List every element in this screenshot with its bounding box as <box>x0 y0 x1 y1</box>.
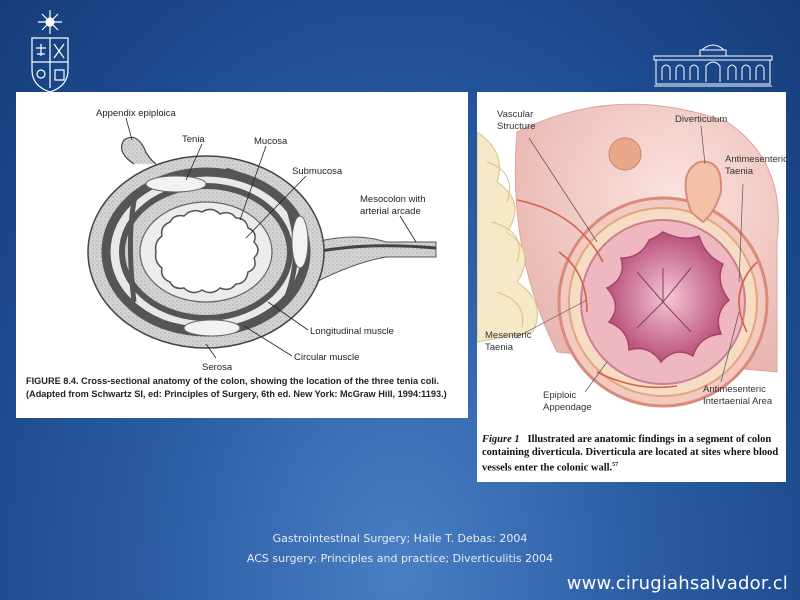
right-caption-label: Figure 1 <box>482 434 520 445</box>
label-epiploic-appendage-line1: Epiploic <box>543 390 577 401</box>
label-circular-muscle: Circular muscle <box>294 352 359 363</box>
label-vascular-line2: Structure <box>497 121 536 132</box>
label-mucosa: Mucosa <box>254 136 288 147</box>
label-antimesenteric-taenia-line1: Antimesenteric <box>725 154 786 165</box>
colon-cross-section-figure: Appendix epiploica Tenia Mucosa Submucos… <box>16 92 468 418</box>
label-submucosa: Submucosa <box>292 166 343 177</box>
diverticula-illustration: Vascular Structure Diverticulum Antimese… <box>477 103 786 413</box>
left-figure-caption: FIGURE 8.4. Cross-sectional anatomy of t… <box>26 375 466 400</box>
label-mesenteric-taenia-line2: Taenia <box>485 342 514 353</box>
left-caption-text: Cross-sectional anatomy of the colon, sh… <box>78 376 439 386</box>
left-caption-line2: (Adapted from Schwartz SI, ed: Principle… <box>26 388 447 399</box>
label-longitudinal-muscle: Longitudinal muscle <box>310 326 394 337</box>
label-diverticulum: Diverticulum <box>675 114 727 125</box>
right-caption-text: Illustrated are anatomic findings in a s… <box>482 434 779 474</box>
diverticula-figure: Vascular Structure Diverticulum Antimese… <box>477 92 786 482</box>
website-link[interactable]: www.cirugiahsalvador.cl <box>566 573 788 594</box>
university-crest-icon <box>24 8 76 94</box>
label-vascular-line1: Vascular <box>497 109 533 120</box>
hospital-building-icon <box>652 40 774 90</box>
label-mesocolon-line2: arterial arcade <box>360 206 421 217</box>
label-antimesenteric-area-line1: Antimesenteric <box>703 384 766 395</box>
label-mesenteric-taenia-line1: Mesenteric <box>485 330 532 341</box>
credit-line-1: Gastrointestinal Surgery; Haile T. Debas… <box>272 532 528 545</box>
label-antimesenteric-area-line2: Intertaenial Area <box>703 396 773 407</box>
left-caption-label: FIGURE 8.4. <box>26 376 79 386</box>
label-epiploic-appendage-line2: Appendage <box>543 402 592 413</box>
credit-line-2: ACS surgery: Principles and practice; Di… <box>246 552 554 565</box>
label-tenia: Tenia <box>182 134 205 145</box>
colon-cross-section-diagram: Appendix epiploica Tenia Mucosa Submucos… <box>87 108 437 373</box>
label-serosa: Serosa <box>202 362 233 373</box>
label-mesocolon-line1: Mesocolon with <box>360 194 425 205</box>
right-figure-caption: Figure 1 Illustrated are anatomic findin… <box>482 434 782 475</box>
label-appendix-epiploica: Appendix epiploica <box>96 108 176 119</box>
right-caption-ref: 57 <box>612 462 619 468</box>
label-antimesenteric-taenia-line2: Taenia <box>725 166 754 177</box>
